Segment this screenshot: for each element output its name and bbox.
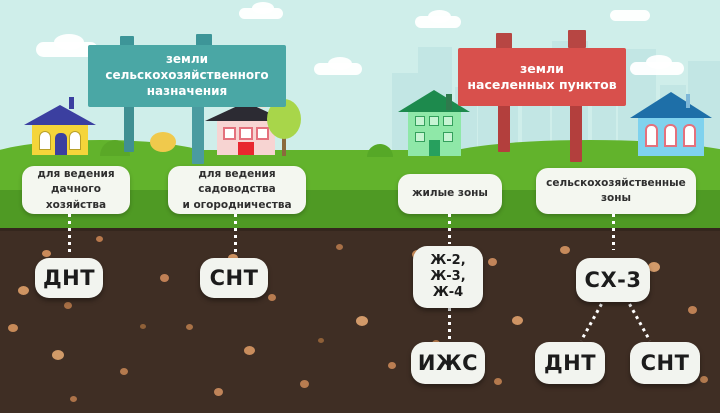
- pebble: [140, 324, 146, 329]
- banner-agricultural-line3: назначения: [146, 83, 228, 98]
- teal-board-post-left: [124, 96, 134, 152]
- pill-zh-zones-line3: Ж-4: [432, 285, 464, 301]
- pebble: [560, 246, 570, 254]
- category-dacha-line1: для ведения: [37, 168, 115, 181]
- connector-zhilye-to-zh-zones: [448, 214, 451, 244]
- soil-surface-line: [0, 228, 720, 231]
- pebble: [214, 388, 223, 396]
- pebble: [8, 324, 18, 332]
- pill-snt-right-label: СНТ: [640, 350, 690, 375]
- pill-izhs-label: ИЖС: [417, 350, 479, 375]
- pill-zh-zones-line2: Ж-3,: [430, 268, 466, 284]
- pebble: [70, 396, 77, 402]
- pebble: [494, 378, 502, 385]
- pill-izhs[interactable]: ИЖС: [411, 342, 485, 384]
- pebble: [42, 250, 51, 257]
- pebble: [336, 244, 343, 250]
- cloud-icon: [428, 10, 451, 23]
- banner-agricultural-line2: сельскохозяйственного: [105, 68, 269, 83]
- soil-background: [0, 228, 720, 413]
- bush-icon: [100, 140, 130, 156]
- pebble: [356, 316, 368, 326]
- category-selhoz-line1: сельскохозяйственные: [546, 176, 686, 189]
- pebble: [700, 376, 708, 383]
- pebble: [120, 368, 128, 375]
- category-box-dacha[interactable]: для ведения дачного хозяйства: [22, 166, 130, 214]
- cloud-icon: [328, 57, 352, 70]
- connector-selhoz-to-sh3: [612, 214, 615, 250]
- pill-dnt-left[interactable]: ДНТ: [35, 258, 103, 298]
- pebble: [488, 258, 497, 266]
- bush-icon: [367, 144, 393, 157]
- pebble: [244, 346, 255, 355]
- pill-dnt-right-label: ДНТ: [543, 350, 597, 375]
- banner-agricultural-line1: земли: [165, 52, 209, 67]
- pebble: [64, 302, 72, 309]
- red-board-post-left: [498, 100, 510, 152]
- red-board-cap-right: [568, 30, 586, 48]
- pill-sh3-label: СХ-3: [584, 267, 642, 292]
- pebble: [186, 324, 193, 330]
- pebble: [512, 316, 523, 325]
- category-sadovodstvo-line2: садоводства: [198, 183, 276, 196]
- connector-dacha-to-dnt: [68, 214, 71, 252]
- pill-zh-zones-line1: Ж-2,: [430, 252, 466, 268]
- pebble: [96, 236, 103, 242]
- green-house-icon: [398, 90, 470, 156]
- category-dacha-line3: хозяйства: [45, 198, 107, 211]
- pebble: [388, 362, 396, 369]
- banner-settlement: земли населенных пунктов: [458, 48, 626, 106]
- pebble: [160, 274, 169, 282]
- cloud-icon: [252, 2, 274, 14]
- cloud-icon: [646, 55, 672, 69]
- connector-zh-zones-to-izhs: [448, 308, 451, 342]
- banner-settlement-line2: населенных пунктов: [467, 77, 617, 92]
- cloud-icon: [610, 10, 650, 21]
- teal-board-post-right: [192, 96, 204, 164]
- red-board-post-right: [570, 100, 582, 162]
- red-board-cap-left: [496, 33, 512, 51]
- cloud-icon: [54, 34, 84, 50]
- pebble: [268, 294, 276, 301]
- category-zhilye-line1: жилые зоны: [412, 187, 488, 200]
- pill-dnt-left-label: ДНТ: [42, 265, 96, 290]
- banner-agricultural: земли сельскохозяйственного назначения: [88, 45, 286, 107]
- yellow-house-icon: [24, 95, 96, 155]
- pebble: [52, 350, 64, 360]
- pill-zh-zones[interactable]: Ж-2, Ж-3, Ж-4: [413, 246, 483, 308]
- pill-sh3[interactable]: СХ-3: [576, 258, 650, 302]
- category-box-sadovodstvo[interactable]: для ведения садоводства и огородничества: [168, 166, 306, 214]
- pill-snt-right[interactable]: СНТ: [630, 342, 700, 384]
- category-dacha-line2: дачного: [51, 183, 101, 196]
- pill-snt-left-label: СНТ: [209, 265, 259, 290]
- blue-house-icon: [630, 92, 712, 156]
- banner-settlement-line1: земли: [520, 60, 564, 76]
- pebble: [688, 306, 697, 314]
- pebble: [300, 380, 309, 388]
- pill-snt-left[interactable]: СНТ: [200, 258, 268, 298]
- bush-icon: [150, 132, 176, 152]
- connector-sadovodstvo-to-snt: [234, 214, 237, 252]
- category-sadovodstvo-line3: и огородничества: [182, 198, 292, 211]
- category-sadovodstvo-line1: для ведения: [198, 168, 276, 181]
- category-box-zhilye-zony[interactable]: жилые зоны: [398, 174, 502, 214]
- pill-dnt-right[interactable]: ДНТ: [535, 342, 605, 384]
- pebble: [648, 262, 660, 272]
- pebble: [318, 338, 324, 343]
- pebble: [18, 286, 29, 295]
- category-box-selhoz-zony[interactable]: сельскохозяйственные зоны: [536, 168, 696, 214]
- category-selhoz-line2: зоны: [600, 192, 632, 204]
